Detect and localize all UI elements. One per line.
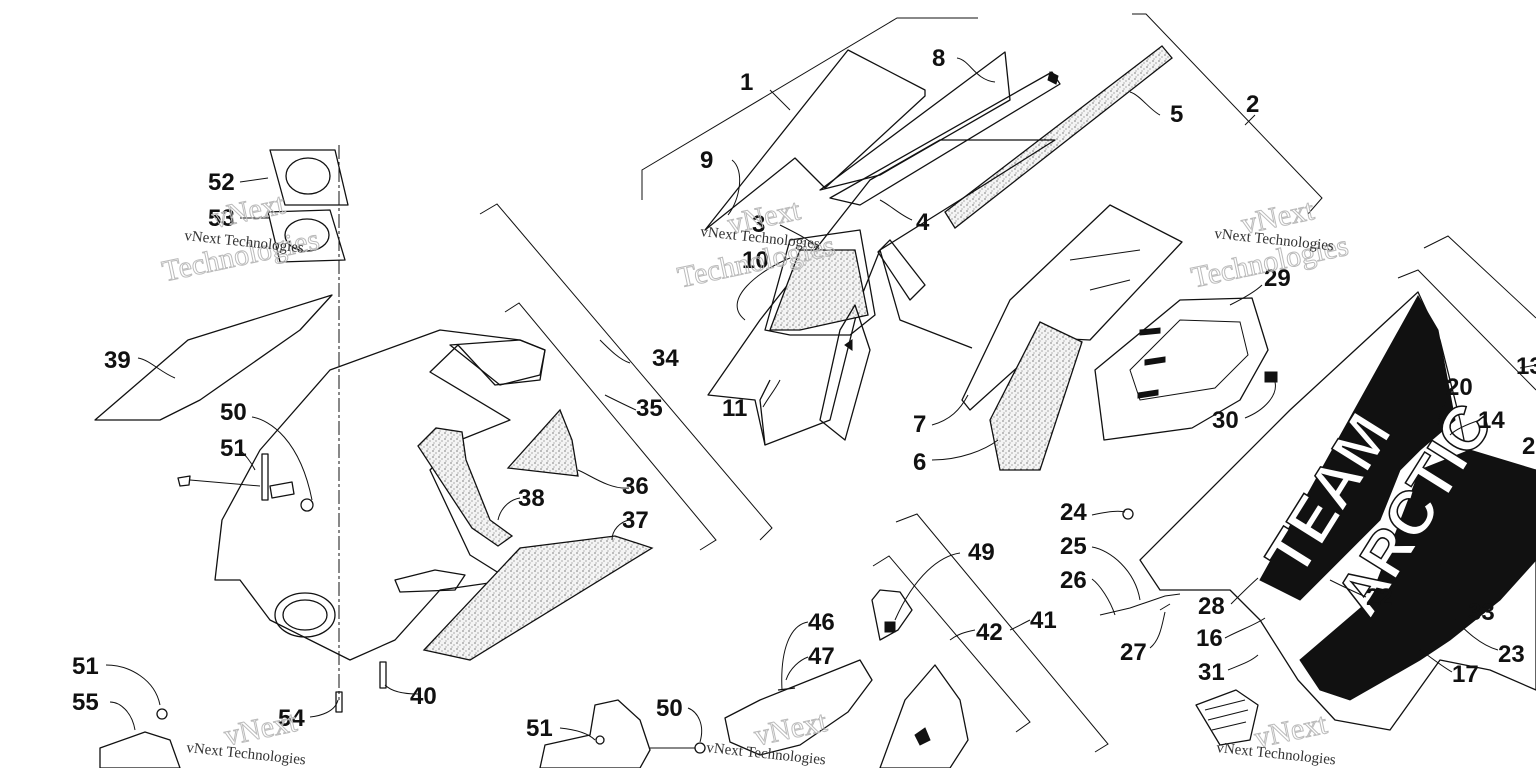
part-side-panel-41-42	[871, 589, 969, 768]
callout-36: 36	[622, 473, 649, 500]
callout-35: 35	[636, 395, 663, 422]
part-foam-36	[506, 408, 579, 477]
callout-53: 53	[208, 205, 235, 232]
leader-lines	[105, 57, 1536, 743]
part-side-vent-31	[1195, 689, 1259, 746]
callout-37: 37	[622, 507, 649, 534]
callout-11: 11	[722, 395, 747, 422]
part-foam-37	[422, 535, 654, 661]
callout-4: 4	[916, 209, 930, 236]
callout-50a: 50	[220, 399, 247, 426]
callout-30: 30	[1212, 407, 1239, 434]
callout-54: 54	[278, 705, 305, 732]
part-side-panel-7	[961, 204, 1183, 411]
callout-21: 21	[1522, 433, 1536, 460]
callout-numbers: 1 2 3 4 5 6 7 8 9 10 11 13 14 16 17 20 2…	[72, 45, 1536, 742]
callout-29: 29	[1264, 265, 1291, 292]
callout-1: 1	[740, 69, 753, 96]
callout-52: 52	[208, 169, 235, 196]
callout-55: 55	[72, 689, 99, 716]
callout-34: 34	[652, 345, 679, 372]
callout-42: 42	[976, 619, 1003, 646]
watermarks: vNext Technologies vNext Technologies vN…	[159, 187, 1352, 768]
callout-10: 10	[742, 247, 769, 274]
part-trim-46-47	[724, 659, 873, 756]
callout-39: 39	[104, 347, 131, 374]
part-side-foam-6	[989, 321, 1083, 471]
callout-14: 14	[1478, 407, 1505, 434]
callout-31: 31	[1198, 659, 1225, 686]
part-bellypan-assembly	[214, 329, 546, 661]
part-fastener-50b	[650, 742, 706, 754]
callout-50b: 50	[656, 695, 683, 722]
callout-47: 47	[808, 643, 835, 670]
callout-46: 46	[808, 609, 835, 636]
part-hood-top-8	[819, 51, 1061, 206]
callout-49: 49	[968, 539, 995, 566]
callout-17: 17	[1452, 661, 1479, 688]
callout-6: 6	[913, 449, 926, 476]
part-belly-shield-39	[94, 294, 333, 421]
callout-26: 26	[1060, 567, 1087, 594]
callout-28: 28	[1198, 593, 1225, 620]
part-gasket-52	[269, 149, 349, 206]
callout-27: 27	[1120, 639, 1147, 666]
callout-38: 38	[518, 485, 545, 512]
callout-51c: 51	[526, 715, 553, 742]
part-rivet-51a	[177, 475, 261, 487]
callout-16: 16	[1196, 625, 1223, 652]
callout-8: 8	[932, 45, 945, 72]
callout-23: 23	[1498, 641, 1525, 668]
callout-2: 2	[1246, 91, 1259, 118]
part-vent-4	[819, 239, 926, 441]
callout-7: 7	[913, 411, 926, 438]
part-bracket-55	[99, 708, 181, 768]
part-pin-40	[379, 661, 387, 689]
part-bracket-51b	[539, 699, 651, 768]
callout-51a: 51	[220, 435, 247, 462]
callout-51b: 51	[72, 653, 99, 680]
callout-5: 5	[1170, 101, 1183, 128]
callout-20: 20	[1446, 374, 1473, 401]
decal-lettering: TEAM ARCTIC	[1253, 391, 1507, 628]
part-nose-3	[764, 229, 876, 336]
part-fastener-50	[261, 453, 314, 512]
callout-22: 22	[1366, 584, 1393, 611]
callout-25: 25	[1060, 533, 1087, 560]
part-console-29	[1094, 297, 1278, 441]
part-gasket-53	[267, 209, 346, 263]
part-hood-strip-5	[944, 45, 1173, 229]
part-windshield-panel-1	[704, 49, 926, 231]
callout-41: 41	[1030, 607, 1057, 634]
part-side-decal-13: TEAM ARCTIC	[1139, 291, 1536, 731]
callout-33: 33	[1468, 599, 1495, 626]
part-brace-38	[417, 427, 514, 547]
callout-9: 9	[700, 147, 713, 174]
callout-13: 13	[1516, 353, 1536, 380]
part-wire-25-26-27	[1099, 508, 1181, 616]
callout-3: 3	[752, 211, 765, 238]
callout-40: 40	[410, 683, 437, 710]
callout-24: 24	[1060, 499, 1087, 526]
